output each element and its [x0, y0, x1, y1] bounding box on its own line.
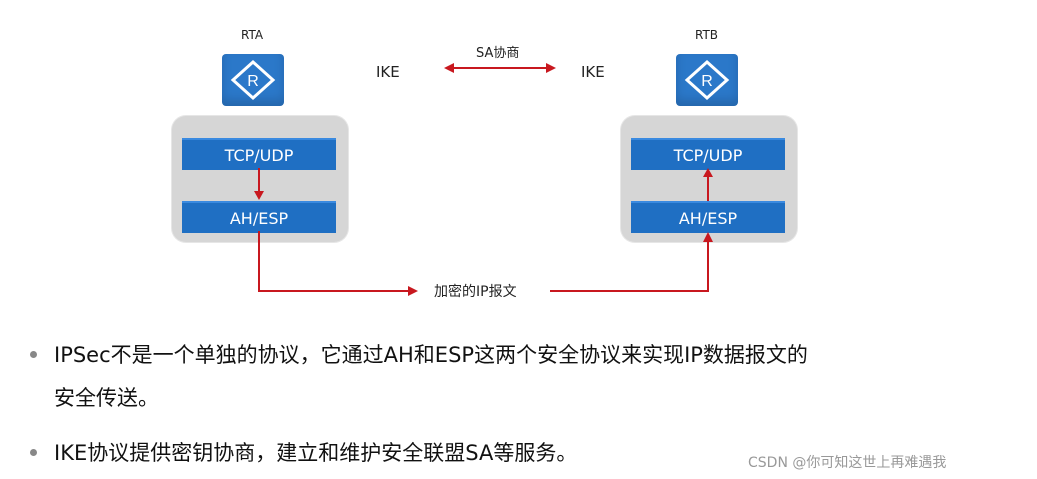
bullet-dot	[30, 351, 37, 358]
csdn-watermark: CSDN @你可知这世上再难遇我	[748, 455, 947, 471]
router-icon: R	[676, 54, 738, 106]
ike-right-label: IKE	[581, 63, 605, 81]
right-tcp-udp-layer: TCP/UDP	[631, 138, 785, 170]
encrypted-ip-packet-label: 加密的IP报文	[430, 281, 521, 301]
right-ah-esp-layer: AH/ESP	[631, 201, 785, 233]
bullet-1-line-2: 安全传送。	[54, 386, 159, 410]
bullet-dot	[30, 449, 37, 456]
packet-flow-arrows	[254, 168, 713, 296]
rta-label: RTA	[241, 28, 264, 42]
rtb-label: RTB	[695, 28, 719, 42]
svg-text:R: R	[701, 73, 713, 90]
sa-arrow	[444, 63, 556, 73]
left-tcp-udp-layer: TCP/UDP	[182, 138, 336, 170]
svg-text:R: R	[247, 73, 259, 90]
bullet-2-line-1: IKE协议提供密钥协商，建立和维护安全联盟SA等服务。	[54, 441, 578, 465]
sa-negotiation-label: SA协商	[476, 46, 520, 61]
left-ah-esp-layer: AH/ESP	[182, 201, 336, 233]
ike-left-label: IKE	[376, 63, 400, 81]
router-icon: R	[222, 54, 284, 106]
bullet-1-line-1: IPSec不是一个单独的协议，它通过AH和ESP这两个安全协议来实现IP数据报文…	[54, 343, 808, 367]
